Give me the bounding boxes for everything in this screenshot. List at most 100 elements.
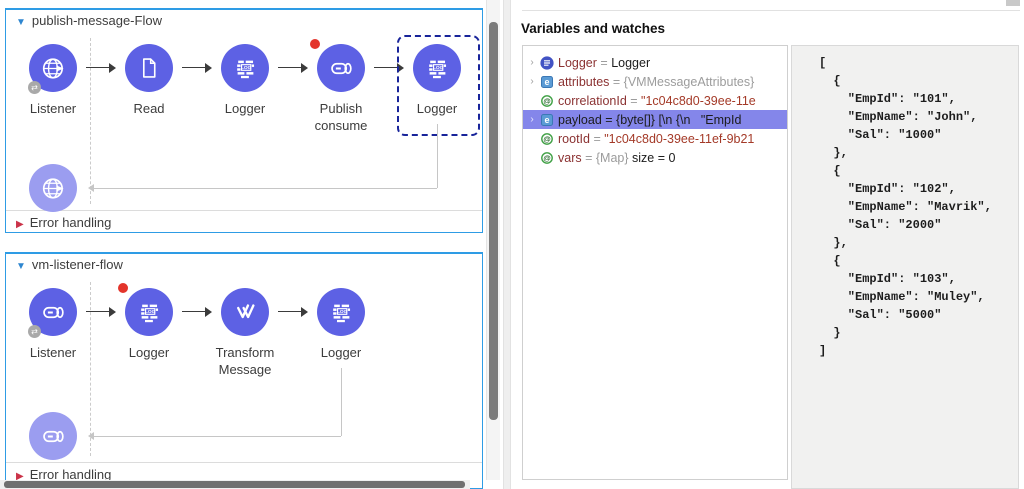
flow-source-divider bbox=[90, 282, 91, 456]
variable-row-rootid[interactable]: @rootId = "1c04c8d0-39ee-11ef-9b21 bbox=[523, 129, 787, 148]
response-connector-line bbox=[437, 124, 438, 188]
e-var-icon: e bbox=[540, 113, 554, 127]
a-var-icon: @ bbox=[540, 151, 554, 165]
a-var-icon: @ bbox=[540, 132, 554, 146]
response-connector-line bbox=[341, 368, 342, 436]
flow-header-publish-message-flow[interactable]: ▼publish-message-Flow bbox=[6, 10, 482, 32]
scrollbar-corner bbox=[1006, 0, 1020, 6]
variable-name: payload bbox=[558, 112, 602, 127]
http-listener-ghost-icon[interactable] bbox=[29, 164, 77, 212]
editor-horizontal-scrollbar[interactable] bbox=[0, 480, 470, 489]
variable-value-segment: Logger bbox=[611, 55, 651, 70]
logger-icon[interactable]: LOG bbox=[221, 44, 269, 92]
variable-value-segment: = bbox=[626, 93, 642, 108]
flow-arrow-icon bbox=[373, 44, 405, 92]
flow-node-label: Logger bbox=[320, 345, 362, 360]
logger-icon[interactable]: LOG bbox=[413, 44, 461, 92]
expand-chevron-icon[interactable]: › bbox=[530, 114, 534, 125]
flow-node-listener[interactable]: ⇄ Listener bbox=[21, 44, 85, 117]
collapse-triangle-icon[interactable]: ▼ bbox=[16, 261, 26, 272]
flow-node-label: Logger bbox=[416, 101, 458, 116]
panel-title: Variables and watches bbox=[521, 21, 666, 36]
dataweave-icon[interactable] bbox=[221, 288, 269, 336]
flow-node-label: Transform Message bbox=[215, 345, 275, 377]
variable-row-logger[interactable]: › Logger = Logger bbox=[523, 53, 787, 72]
flow-node-row: ⇄ Listener Read LOG Logger Publish consume LOG… bbox=[21, 35, 480, 136]
variable-value-segment: {VMMessageAttributes} bbox=[623, 74, 755, 89]
flow-body: ⇄Listener LOG Logger Transform Message LOG Lo… bbox=[6, 276, 482, 462]
collapse-triangle-icon[interactable]: ▼ bbox=[16, 17, 26, 28]
variable-name: Logger bbox=[558, 55, 597, 70]
logger-icon[interactable]: LOG bbox=[317, 288, 365, 336]
variable-value-segment: = bbox=[609, 74, 624, 89]
svg-text:e: e bbox=[544, 77, 549, 87]
flow-arrow-icon bbox=[181, 44, 213, 92]
file-read-icon[interactable] bbox=[125, 44, 173, 92]
variable-value-segment: = bbox=[601, 112, 617, 127]
flow-node-logger[interactable]: LOG Logger bbox=[213, 44, 277, 117]
flow-node-logger[interactable]: LOG Logger bbox=[309, 288, 373, 361]
panel-top-divider bbox=[522, 10, 1020, 11]
expand-chevron-icon[interactable]: › bbox=[530, 57, 534, 68]
vm-connector-ghost-icon[interactable] bbox=[29, 412, 77, 460]
variable-row-vars[interactable]: @vars = {Map} size = 0 bbox=[523, 148, 787, 167]
payload-json-view[interactable]: [ { "EmpId": "101", "EmpName": "John", "… bbox=[791, 45, 1019, 489]
response-connector-line bbox=[88, 432, 341, 440]
flow-node-logger[interactable]: LOG Logger bbox=[397, 35, 480, 136]
flow-node-label: Listener bbox=[29, 101, 77, 116]
flow-header-vm-listener-flow[interactable]: ▼ vm-listener-flow bbox=[6, 254, 482, 276]
flow-node-logger[interactable]: LOG Logger bbox=[117, 283, 181, 361]
expand-chevron-icon[interactable]: › bbox=[530, 76, 534, 87]
a-var-icon: @ bbox=[540, 94, 554, 108]
variable-name: rootId bbox=[558, 131, 590, 146]
flow-node-label: Logger bbox=[128, 345, 170, 360]
sync-badge-icon: ⇄ bbox=[28, 325, 41, 338]
error-handling-row[interactable]: ▶Error handling bbox=[6, 462, 482, 489]
flow-node-transform-message[interactable]: Transform Message bbox=[213, 288, 277, 378]
variable-row-correlationid[interactable]: @correlationId = "1c04c8d0-39ee-11e bbox=[523, 91, 787, 110]
variable-value-segment: "1c04c8d0-39ee-11ef-9b21 bbox=[604, 131, 755, 146]
svg-text:@: @ bbox=[543, 134, 550, 143]
selection-outline bbox=[397, 35, 480, 136]
flow-arrow-icon bbox=[181, 288, 213, 336]
flow-node-label: Publish consume bbox=[314, 101, 368, 133]
panel-resize-sash[interactable] bbox=[503, 0, 511, 489]
flow-node-row: ⇄Listener LOG Logger Transform Message LOG Lo… bbox=[21, 283, 373, 378]
breakpoint-dot bbox=[118, 283, 128, 293]
horizontal-scrollbar-thumb[interactable] bbox=[4, 481, 465, 488]
editor-vertical-scrollbar[interactable] bbox=[486, 0, 500, 480]
vm-connector-icon[interactable] bbox=[29, 288, 77, 336]
payload-json-text: [ { "EmpId": "101", "EmpName": "John", "… bbox=[819, 56, 992, 358]
flow-node-listener[interactable]: ⇄Listener bbox=[21, 288, 85, 361]
logger-var-icon bbox=[540, 55, 554, 70]
flow-node-label: Logger bbox=[224, 101, 266, 116]
svg-text:LOG: LOG bbox=[240, 65, 251, 71]
flow-arrow-icon bbox=[85, 288, 117, 336]
error-handling-row[interactable]: ▶Error handling bbox=[6, 210, 482, 237]
variable-value-segment: "1c04c8d0-39ee-11e bbox=[641, 93, 756, 108]
flow-node-read[interactable]: Read bbox=[117, 44, 181, 117]
response-connector-line bbox=[88, 184, 437, 192]
svg-text:e: e bbox=[544, 115, 549, 125]
flow-title: vm-listener-flow bbox=[31, 257, 123, 272]
logger-icon[interactable]: LOG bbox=[125, 288, 173, 336]
svg-text:LOG: LOG bbox=[432, 65, 443, 71]
variable-value-segment: size = 0 bbox=[628, 150, 676, 165]
variable-value-segment: = bbox=[581, 150, 596, 165]
expand-triangle-icon[interactable]: ▶ bbox=[16, 471, 24, 482]
e-var-icon: e bbox=[540, 75, 554, 89]
vertical-scrollbar-thumb[interactable] bbox=[489, 22, 498, 420]
svg-text:@: @ bbox=[543, 96, 550, 105]
flow-body: ⇄ Listener Read LOG Logger Publish consume LOG… bbox=[6, 32, 482, 212]
flow-node-publish-consume[interactable]: Publish consume bbox=[309, 39, 373, 134]
sync-badge-icon: ⇄ bbox=[28, 81, 41, 94]
expand-triangle-icon[interactable]: ▶ bbox=[16, 219, 24, 230]
variable-value-segment: = bbox=[596, 55, 612, 70]
variable-value-segment: {Map} bbox=[595, 150, 629, 165]
vm-connector-icon[interactable] bbox=[317, 44, 365, 92]
